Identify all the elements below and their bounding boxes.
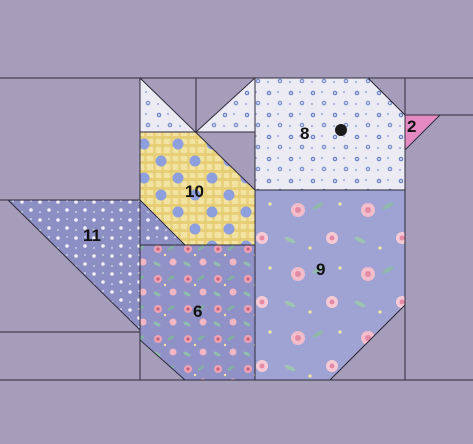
eye-dot <box>335 124 347 136</box>
piece-label-6: 6 <box>193 302 202 321</box>
piece-label-8: 8 <box>300 124 309 143</box>
piece-label-10: 10 <box>185 182 204 201</box>
piece-label-2: 2 <box>407 117 416 136</box>
piece-8-blue-flower-fabric <box>255 78 405 190</box>
piece-label-11: 11 <box>83 226 101 245</box>
piece-label-9: 9 <box>316 260 325 279</box>
